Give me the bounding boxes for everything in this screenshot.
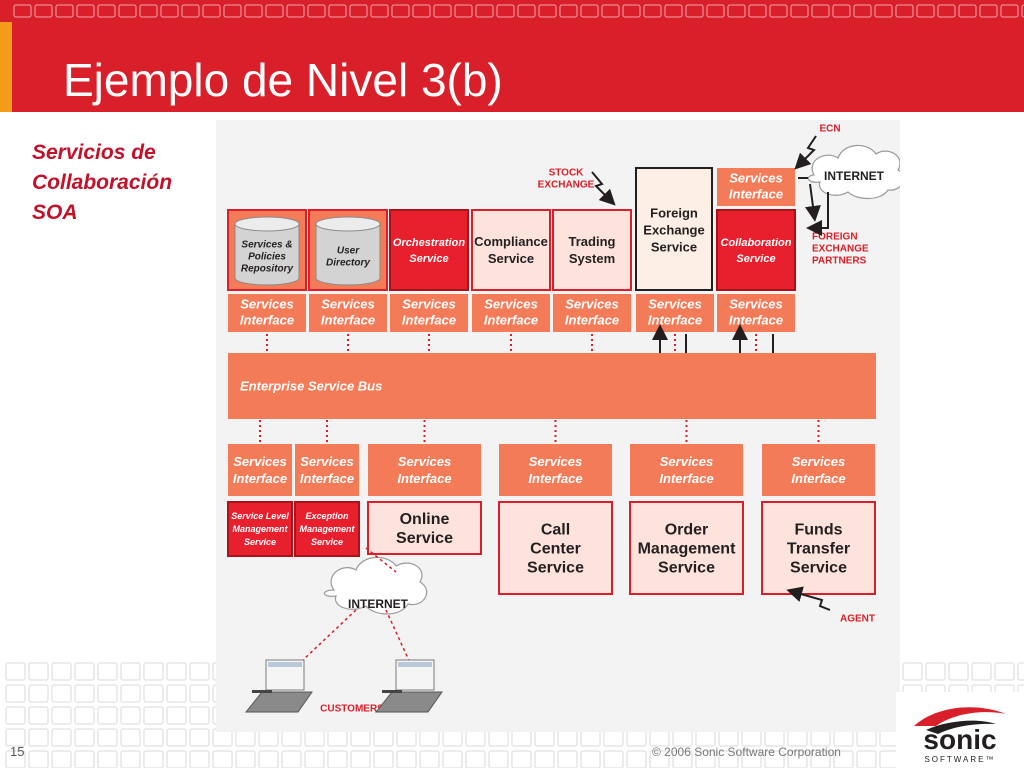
slide-title: Ejemplo de Nivel 3(b) [63,54,503,106]
service-box [629,501,744,595]
services-interface-box [636,294,714,332]
database-top-icon [315,216,381,232]
services-interface-box [309,294,387,332]
services-interface-box [295,444,359,496]
laptop-icon [244,659,313,713]
service-box [389,209,469,291]
services-interface-box [762,444,875,496]
service-box [761,501,876,595]
agent-label: AGENT [840,614,875,625]
title-accent-bar [0,22,12,112]
internet-arrow [805,183,821,222]
services-interface-box [630,444,743,496]
service-box [552,209,632,291]
services-interface-box [228,294,306,332]
service-box [498,501,613,595]
sonic-software-logo: sonic SOFTWARE™ [896,692,1024,768]
service-box [294,501,360,557]
service-box [227,501,293,557]
internet-cloud-bottom [323,556,428,615]
services-interface-box [499,444,612,496]
services-interface-box [368,444,481,496]
database-icon [234,224,300,286]
top-decorative-band [0,0,1024,22]
services-interface-box [717,294,795,332]
services-interface-box [553,294,631,332]
service-box [716,209,796,291]
partners-arrow [806,192,829,236]
svg-text:sonic: sonic [923,724,996,755]
services-interface-box [228,444,292,496]
lightning-agent [786,586,831,611]
esb-label: Enterprise Service Bus [240,379,382,394]
top-band-tiles [13,4,1024,18]
copyright-notice: © 2006 Sonic Software Corporation [652,745,841,759]
internet-label: INTERNET [824,169,885,183]
service-box [367,501,482,555]
enterprise-service-bus [228,353,876,419]
connector [365,547,397,573]
foreign-exchange-box [635,167,713,291]
page-number: 15 [10,744,25,759]
services-interface-box [472,294,550,332]
database-top-icon [234,216,300,232]
services-interface-box [717,168,795,206]
slide-subtitle: Servicios de Collaboración SOA [32,141,173,224]
laptop-icon [374,659,443,713]
services-interface-box [390,294,468,332]
title-bar [12,22,1024,112]
lightning-ecn [794,135,817,170]
ecn-label: ECN [819,124,840,135]
database-icon [315,224,381,286]
svg-text:SOFTWARE™: SOFTWARE™ [924,755,995,764]
customers-label: CUSTOMERS [320,704,384,715]
internet-label: INTERNET [348,597,409,611]
service-box [471,209,551,291]
lightning-stock-exchange [591,171,616,206]
